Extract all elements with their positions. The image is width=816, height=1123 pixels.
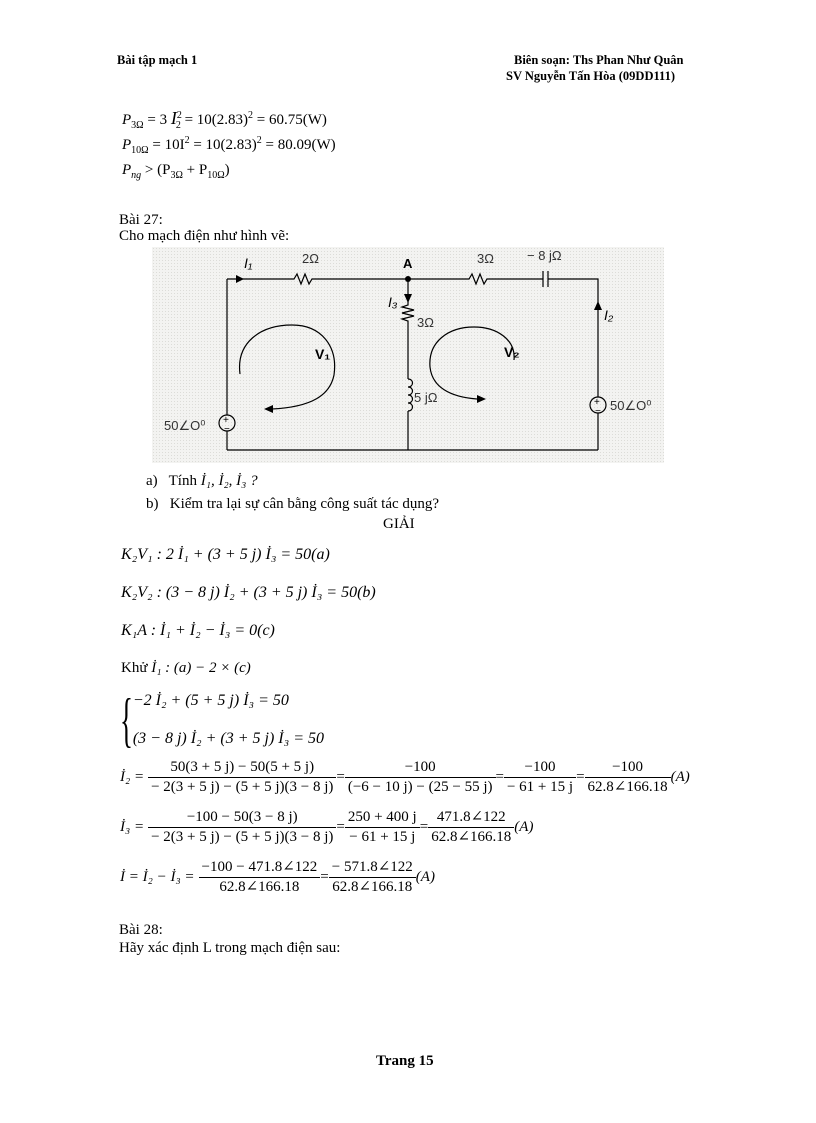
label-node-a: A — [403, 256, 413, 271]
svg-text:+: + — [223, 415, 229, 426]
equation-loop-v2: K₂V₂ : (3 − 8 j) İ₂ + (3 + 5 j) İ₃ = 50(… — [121, 584, 376, 601]
svg-text:−: − — [224, 424, 230, 435]
question-a: a) Tính İ₁, İ₂, İ₃ ? — [146, 473, 258, 489]
problem-27-title: Bài 27: — [119, 212, 163, 228]
label-source-right: 50∠O⁰ — [610, 398, 651, 413]
system-eq-2: (3 − 8 j) İ₂ + (3 + 5 j) İ₃ = 50 — [132, 730, 324, 747]
system-eq-1: −2 İ₂ + (5 + 5 j) İ₃ = 50 — [132, 692, 289, 709]
label-r2: 3Ω — [477, 251, 494, 266]
equation-system: { −2 İ₂ + (5 + 5 j) İ₃ = 50 (3 − 8 j) İ₂… — [120, 682, 324, 758]
svg-text:−: − — [595, 406, 601, 417]
label-capacitor: − 8 jΩ — [527, 248, 562, 263]
problem-27-prompt: Cho mạch điện như hình vẽ: — [119, 228, 290, 244]
label-r1: 2Ω — [302, 251, 319, 266]
label-loop-v1: V₁ — [315, 346, 330, 362]
label-current-i1: I₁ — [244, 255, 253, 271]
equation-i3: İ₃ = −100 − 50(3 − 8 j)− 2(3 + 5 j) − (5… — [120, 809, 534, 845]
problem-28-title: Bài 28: — [119, 922, 163, 938]
page-number: Trang 15 — [376, 1053, 434, 1069]
label-source-left: 50∠O⁰ — [164, 418, 205, 433]
equation-node-a: K₁A : İ₁ + İ₂ − İ₃ = 0(c) — [121, 622, 275, 639]
power-source-comparison: Png > (P3Ω + P10Ω) — [122, 162, 230, 181]
header-student: SV Nguyễn Tấn Hòa (09DD111) — [506, 69, 676, 83]
solution-heading: GIẢI — [383, 516, 415, 532]
label-r3: 3Ω — [417, 315, 434, 330]
svg-text:+: + — [594, 397, 600, 408]
label-current-i2: I₂ — [604, 307, 614, 323]
equation-loop-v1: K₂V₁ : 2 İ₁ + (3 + 5 j) İ₃ = 50(a) — [121, 546, 330, 563]
problem-28-prompt: Hãy xác định L trong mạch điện sau: — [119, 940, 341, 956]
header-course-title: Bài tập mạch 1 — [117, 53, 198, 67]
label-loop-v2: V₂ — [504, 344, 520, 360]
circuit-diagram: + − + − 2Ω A 3Ω − 8 jΩ 3Ω 5 jΩ 50∠O⁰ 50∠… — [152, 247, 664, 463]
brace-icon: { — [120, 687, 133, 753]
eliminate-line: Khử İ₁ : (a) − 2 × (c) — [121, 660, 251, 676]
label-inductor: 5 jΩ — [414, 390, 438, 405]
equation-i2: İ₂ = 50(3 + 5 j) − 50(5 + 5 j)− 2(3 + 5 … — [120, 759, 690, 795]
power-3ohm-line: P3Ω = 3 I22 = 10(2.83)2 = 60.75(W) — [122, 108, 327, 131]
header-author: Biên soạn: Ths Phan Như Quân — [514, 53, 684, 67]
label-current-i3: I₃ — [388, 294, 398, 310]
question-b: b) Kiểm tra lại sự cân bằng công suất tá… — [146, 496, 440, 512]
power-10ohm-line: P10Ω = 10I2 = 10(2.83)2 = 80.09(W) — [122, 135, 336, 156]
